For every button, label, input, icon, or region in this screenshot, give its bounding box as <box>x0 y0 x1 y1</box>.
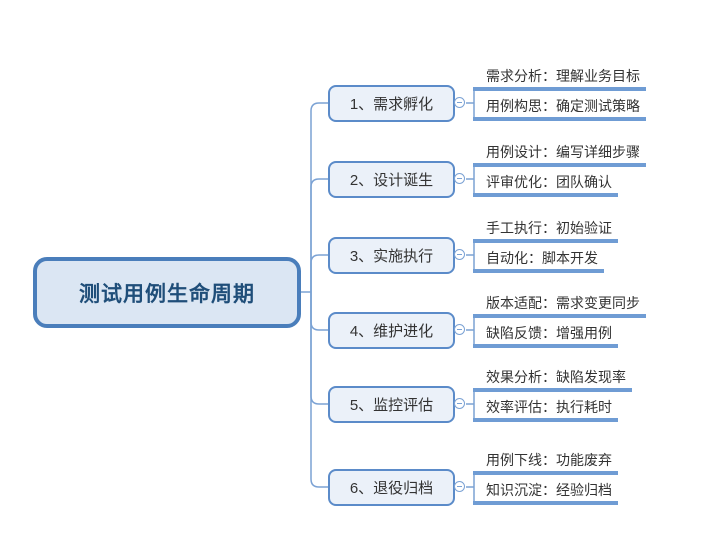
collapse-minus-icon[interactable] <box>454 398 465 409</box>
leaf-node[interactable]: 效率评估：执行耗时 <box>473 398 618 422</box>
leaf-node[interactable]: 用例构思：确定测试策略 <box>473 97 646 121</box>
branch-connector-1 <box>310 102 328 292</box>
branch-connector-5 <box>310 292 328 405</box>
leaf-node[interactable]: 手工执行：初始验证 <box>473 219 618 243</box>
collapse-minus-icon[interactable] <box>454 249 465 260</box>
leaf-bracket-4 <box>466 314 475 344</box>
branch-node-1[interactable]: 1、需求孵化 <box>328 85 455 122</box>
leaf-node[interactable]: 用例下线：功能废弃 <box>473 451 618 475</box>
branch-connector-2 <box>310 178 328 292</box>
leaf-node[interactable]: 自动化：脚本开发 <box>473 249 604 273</box>
leaf-node[interactable]: 用例设计：编写详细步骤 <box>473 143 646 167</box>
branch-connector-4 <box>310 292 328 331</box>
minus-glyph <box>457 486 462 487</box>
branch-connector-6 <box>310 292 328 488</box>
minus-glyph <box>457 403 462 404</box>
collapse-minus-icon[interactable] <box>454 481 465 492</box>
leaf-bracket-1 <box>466 87 475 117</box>
branch-node-6[interactable]: 6、退役归档 <box>328 469 455 506</box>
leaf-bracket-2 <box>466 163 475 193</box>
leaf-node[interactable]: 知识沉淀：经验归档 <box>473 481 618 505</box>
collapse-minus-icon[interactable] <box>454 173 465 184</box>
collapse-minus-icon[interactable] <box>454 324 465 335</box>
leaf-node[interactable]: 评审优化：团队确认 <box>473 173 618 197</box>
minus-glyph <box>457 178 462 179</box>
branch-node-2[interactable]: 2、设计诞生 <box>328 161 455 198</box>
root-node[interactable]: 测试用例生命周期 <box>33 257 301 328</box>
collapse-minus-icon[interactable] <box>454 97 465 108</box>
branch-node-5[interactable]: 5、监控评估 <box>328 386 455 423</box>
branch-node-3[interactable]: 3、实施执行 <box>328 237 455 274</box>
leaf-bracket-6 <box>466 471 475 501</box>
branch-node-4[interactable]: 4、维护进化 <box>328 312 455 349</box>
leaf-node[interactable]: 效果分析：缺陷发现率 <box>473 368 632 392</box>
branch-connector-3 <box>310 254 328 292</box>
minus-glyph <box>457 254 462 255</box>
leaf-node[interactable]: 需求分析：理解业务目标 <box>473 67 646 91</box>
leaf-node[interactable]: 版本适配：需求变更同步 <box>473 294 646 318</box>
leaf-bracket-3 <box>466 239 475 269</box>
minus-glyph <box>457 329 462 330</box>
minus-glyph <box>457 102 462 103</box>
leaf-node[interactable]: 缺陷反馈：增强用例 <box>473 324 618 348</box>
leaf-bracket-5 <box>466 388 475 418</box>
